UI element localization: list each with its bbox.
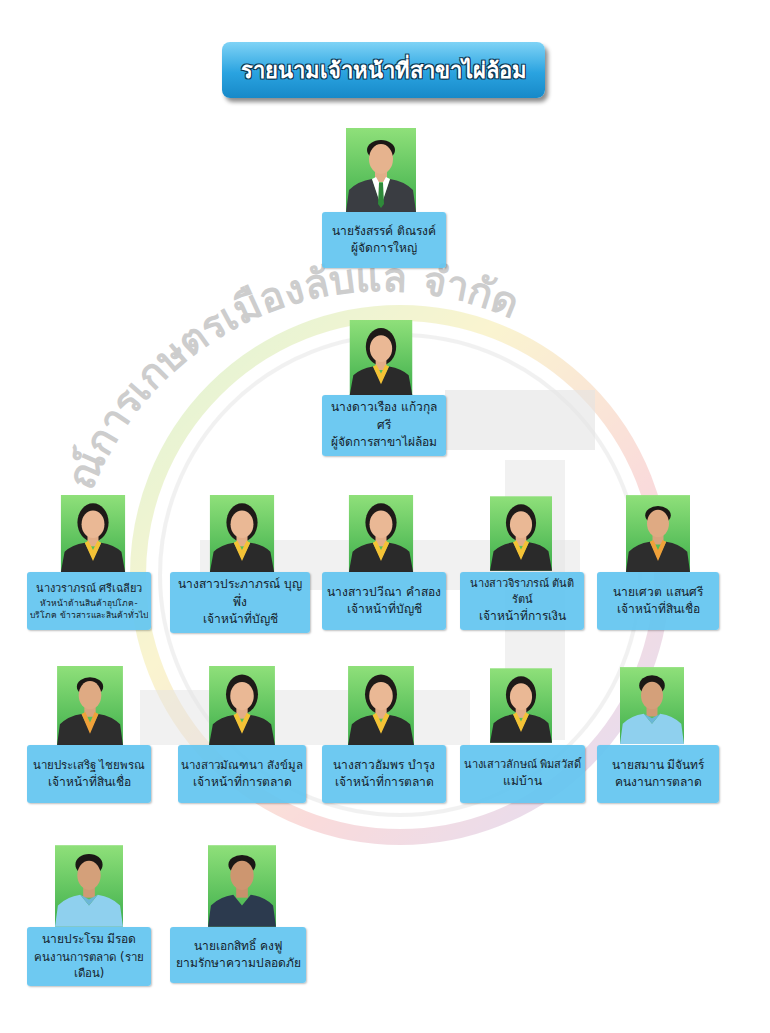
staff-name: นายเศวต แสนศรี [600,584,716,601]
staff-name: นางสาวประภาภรณ์ บุญพึ่ง [173,576,307,611]
staff-position: ยามรักษาความปลอดภัย [173,955,303,972]
staff-position: หัวหน้าด้านสินค้าอุปโภค-บริโภค ข้าวสารแล… [30,597,148,622]
staff-position: เจ้าหน้าที่สินเชื่อ [30,774,148,791]
staff-position: ผู้จัดการสาขาไผ่ล้อม [325,434,443,451]
staff-name: นายประเสริฐ ไชยพรณ [30,757,148,774]
logo-watermark [138,313,662,837]
staff-box: นางสาวประภาภรณ์ บุญพึ่งเจ้าหน้าที่บัญชี [170,572,310,633]
staff-name: นางเสาวลักษณ์ พิมสวัสดิ์ [463,757,582,773]
staff-position: เจ้าหน้าที่การตลาด [181,774,303,791]
staff-position: เจ้าหน้าที่บัญชี [173,611,307,628]
staff-box: นางสาวอัมพร บำรุงเจ้าหน้าที่การตลาด [322,745,446,803]
staff-box: นายประเสริฐ ไชยพรณเจ้าหน้าที่สินเชื่อ [27,745,151,803]
staff-box: นายสมาน มีจันทร์คนงานการตลาด [597,745,719,803]
staff-position: เจ้าหน้าที่การตลาด [325,774,443,791]
staff-name: นายประโรม มีรอด [30,931,148,948]
staff-box: นางสาวปวีณา คำสองเจ้าหน้าที่บัญชี [322,572,446,630]
staff-box: นางวราภรณ์ ศรีเฉลียวหัวหน้าด้านสินค้าอุป… [27,572,151,630]
staff-box: นางสาวมัณฑนา สังข์มูลเจ้าหน้าที่การตลาด [178,745,306,803]
staff-box: นายประโรม มีรอดคนงานการตลาด (รายเดือน) [27,927,151,986]
staff-box: นางสาวจิราภรณ์ ตันติรัตน์เจ้าหน้าที่การเ… [460,572,584,630]
staff-box: นายเอกสิทธิ์ คงฟูยามรักษาความปลอดภัย [170,927,306,983]
watermark-label: ณ์การเกษตรเมืองลับแล จำกัด [58,254,526,496]
staff-position: เจ้าหน้าที่สินเชื่อ [600,601,716,618]
staff-name: นายเอกสิทธิ์ คงฟู [173,938,303,955]
staff-name: นางสาวจิราภรณ์ ตันติรัตน์ [463,576,581,608]
staff-name: นางวราภรณ์ ศรีเฉลียว [30,581,148,597]
staff-box: นางดาวเรือง แก้วกุลศรีผู้จัดการสาขาไผ่ล้… [322,395,446,456]
staff-position: ผู้จัดการใหญ่ [325,240,443,257]
staff-position: คนงานการตลาด [600,774,716,791]
staff-name: นางสาวปวีณา คำสอง [325,584,443,601]
staff-position: คนงานการตลาด (รายเดือน) [30,949,148,982]
staff-name: นายสมาน มีจันทร์ [600,757,716,774]
watermark-text: ณ์การเกษตรเมืองลับแล จำกัด [58,254,526,496]
staff-position: เจ้าหน้าที่การเงิน [463,608,581,625]
staff-position: แม่บ้าน [463,773,582,790]
staff-box: นายรังสรรค์ ติณรงค์ผู้จัดการใหญ่ [322,212,446,268]
staff-box: นายเศวต แสนศรีเจ้าหน้าที่สินเชื่อ [597,572,719,630]
staff-name: นายรังสรรค์ ติณรงค์ [325,223,443,240]
staff-name: นางสาวอัมพร บำรุง [325,757,443,774]
staff-name: นางดาวเรือง แก้วกุลศรี [325,399,443,434]
title-banner: รายนามเจ้าหน้าที่สาขาไผ่ล้อม [222,42,545,98]
staff-box: นางเสาวลักษณ์ พิมสวัสดิ์แม่บ้าน [460,745,585,803]
staff-position: เจ้าหน้าที่บัญชี [325,601,443,618]
staff-photos [55,128,690,927]
staff-name: นางสาวมัณฑนา สังข์มูล [181,757,303,774]
